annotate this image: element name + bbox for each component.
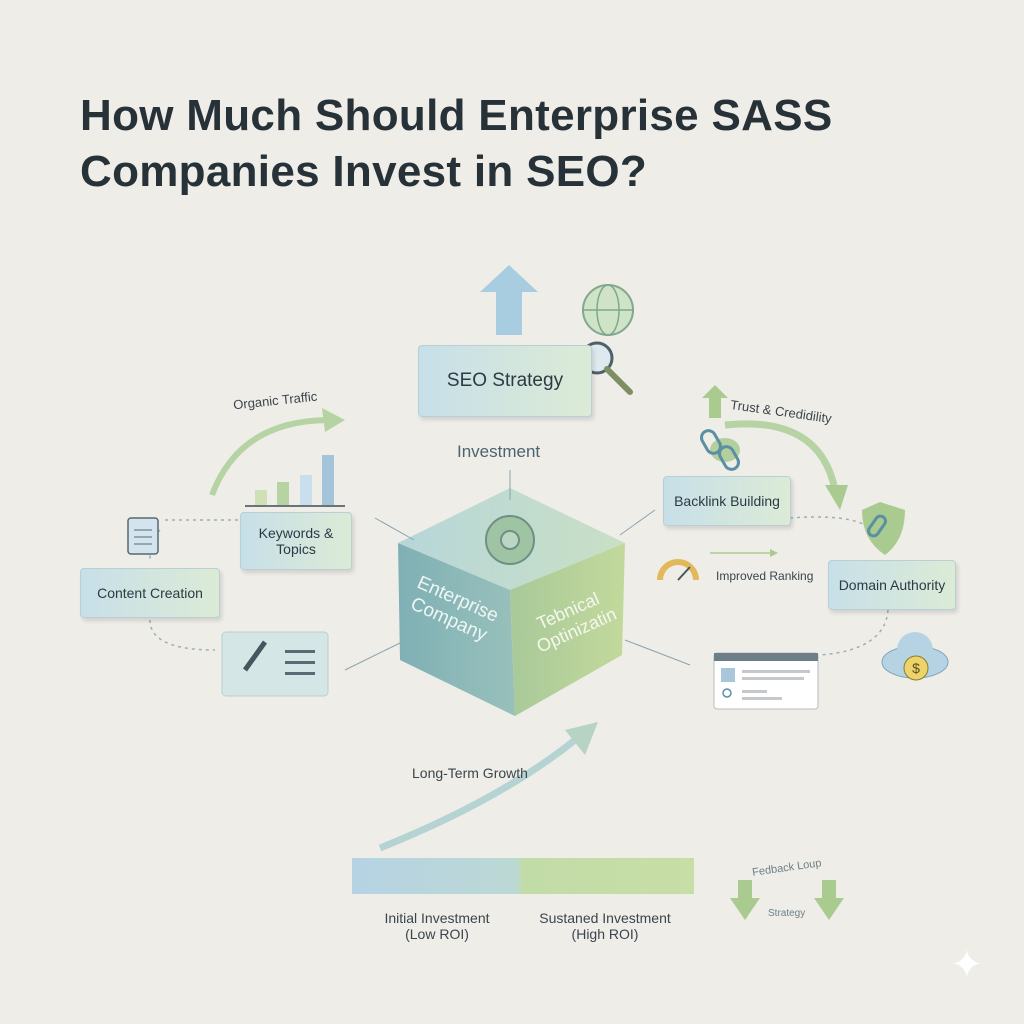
enterprise-cube [398, 488, 625, 716]
shield-link-icon [862, 502, 905, 555]
initial-investment-label: Initial Investment(Low ROI) [384, 910, 490, 942]
bar-chart-icon [245, 455, 345, 507]
investment-bar [352, 858, 694, 894]
long-term-growth-label: Long-Term Growth [412, 765, 528, 781]
keywords-node: Keywords & Topics [240, 512, 352, 570]
growth-arrow [378, 737, 578, 852]
seo-strategy-node: SEO Strategy [418, 345, 592, 417]
domain-authority-node: Domain Authority [828, 560, 956, 610]
sparkle-icon: ✦ [950, 943, 984, 987]
small-up-arrow-icon [702, 385, 728, 418]
clipboard-icon [127, 517, 159, 555]
backlink-node: Backlink Building [663, 476, 791, 526]
svg-text:$: $ [912, 660, 920, 676]
chain-link-icon [700, 429, 740, 471]
cloud-dollar-icon: $ [881, 632, 949, 681]
gauge-icon [657, 559, 699, 581]
content-creation-node: Content Creation [80, 568, 220, 618]
browser-window-icon [713, 652, 819, 710]
feedback-strategy-label: Strategy [768, 908, 806, 919]
investment-label: Investment [457, 442, 541, 461]
pen-list-icon [221, 631, 329, 697]
improved-ranking-label: Improved Ranking [716, 569, 814, 583]
sustained-investment-label: Sustaned Investment(High ROI) [539, 910, 671, 942]
up-arrow-icon [480, 265, 538, 335]
organic-traffic-arrow [209, 417, 331, 497]
